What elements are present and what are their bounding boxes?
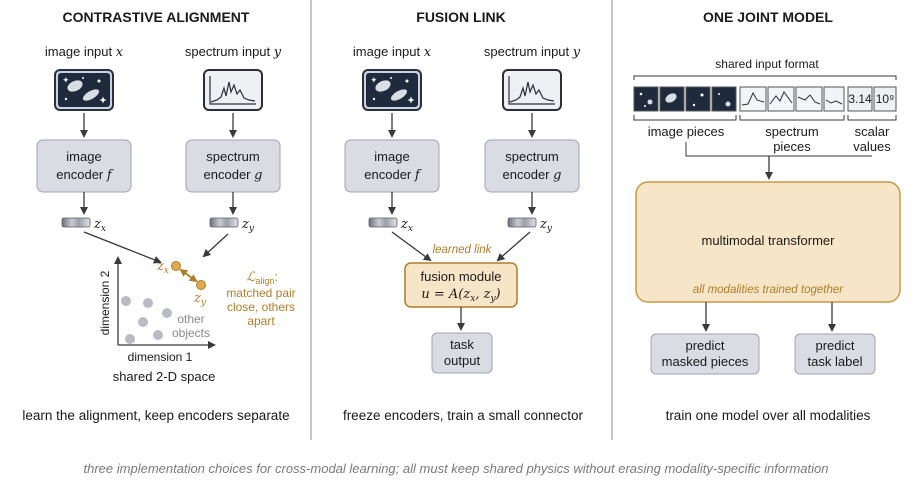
matched-zy-label: zy <box>193 291 207 308</box>
scalar-value-2: 10⁹ <box>876 92 895 106</box>
loss-desc-2: close, others <box>227 300 295 314</box>
shared-space-label: shared 2-D space <box>113 369 216 384</box>
other-objects-points <box>121 296 172 344</box>
matched-zx-label: zx <box>156 259 169 276</box>
panel-summary: learn the alignment, keep encoders separ… <box>22 408 289 423</box>
embedding-vector-zx <box>368 217 398 228</box>
image-pieces-label: image pieces <box>648 124 725 139</box>
predict-task-box <box>794 333 876 375</box>
zy-label: zy <box>539 217 553 234</box>
galaxy-image-icon <box>362 69 422 111</box>
pull-together-arrow <box>179 268 198 283</box>
shared-format-label: shared input format <box>715 57 819 71</box>
spectrum-pieces-label-2: pieces <box>773 139 811 154</box>
predict-masked-label-2: masked pieces <box>662 354 749 369</box>
spectrum-encoder-label: spectrum <box>206 149 259 164</box>
spectrum-encoder-box <box>484 139 580 193</box>
other-objects-label-1: other <box>177 312 204 326</box>
predict-task-label-2: task label <box>808 354 863 369</box>
galaxy-image-icon <box>54 69 114 111</box>
matched-point-zx <box>171 261 181 271</box>
panel-summary: freeze encoders, train a small connector <box>343 408 584 423</box>
fusion-module-title: fusion module <box>421 269 502 284</box>
predict-masked-box <box>650 333 760 375</box>
learned-link-label: learned link <box>433 244 493 256</box>
predict-task-label-1: predict <box>815 338 854 353</box>
panel-contrastive-alignment: CONTRASTIVE ALIGNMENT image input x spec… <box>22 9 295 423</box>
zx-label: zx <box>93 217 106 234</box>
multimodal-transformer-box <box>635 181 901 303</box>
spectrum-pieces-tiles <box>739 86 845 112</box>
other-objects-label-2: objects <box>172 326 210 340</box>
panel-title: FUSION LINK <box>416 9 505 25</box>
fusion-formula: u = A(zx, zy) <box>421 287 500 304</box>
panel-title: CONTRASTIVE ALIGNMENT <box>63 9 250 25</box>
predict-masked-label-1: predict <box>685 338 724 353</box>
zy-label: zy <box>241 217 255 234</box>
panel-summary: train one model over all modalities <box>666 408 871 423</box>
spectrum-pieces-label-1: spectrum <box>765 124 818 139</box>
loss-desc-3: apart <box>247 314 275 328</box>
spectrum-encoder-box <box>185 139 281 193</box>
matched-point-zy <box>196 280 206 290</box>
task-output-label-1: task <box>450 337 474 352</box>
embedding-vector-zy <box>209 217 239 228</box>
zx-label: zx <box>400 217 413 234</box>
image-pieces-tiles <box>633 86 737 112</box>
spectrum-plot-icon <box>203 69 263 111</box>
axis-x-label: dimension 1 <box>128 350 193 364</box>
figure-caption: three implementation choices for cross-m… <box>84 461 829 476</box>
task-output-label-2: output <box>444 353 481 368</box>
image-encoder-fn: encoder f <box>56 167 114 183</box>
embedding-vector-zx <box>61 217 91 228</box>
image-input-label: image input x <box>45 44 124 60</box>
loss-desc-1: matched pair <box>226 286 295 300</box>
image-encoder-label: image <box>66 149 101 164</box>
embedding-vector-zy <box>507 217 537 228</box>
spectrum-encoder-fn: encoder g <box>204 167 263 183</box>
spectrum-input-label: spectrum input y <box>484 44 581 60</box>
panel-one-joint-model: ONE JOINT MODEL shared input format 3.14 <box>633 9 901 423</box>
panel-title: ONE JOINT MODEL <box>703 9 833 25</box>
transformer-label: multimodal transformer <box>702 233 836 248</box>
shared-format-bracket <box>633 75 897 80</box>
panel-fusion-link: FUSION LINK image input x spectrum input… <box>343 9 584 423</box>
image-encoder-box <box>36 139 132 193</box>
image-encoder-box <box>344 139 440 193</box>
scalar-values-label-2: values <box>853 139 891 154</box>
spectrum-encoder-label: spectrum <box>505 149 558 164</box>
axis-y-label: dimension 2 <box>98 270 112 335</box>
spectrum-encoder-fn: encoder g <box>503 167 562 183</box>
spectrum-plot-icon <box>502 69 562 111</box>
scalar-tile-1 <box>847 86 873 112</box>
loss-label: ℒalign: <box>246 269 278 286</box>
scalar-tile-2 <box>873 86 897 112</box>
spectrum-input-label: spectrum input y <box>185 44 282 60</box>
image-encoder-fn: encoder f <box>364 167 422 183</box>
scalar-value-1: 3.14 <box>848 92 872 106</box>
image-input-label: image input x <box>353 44 432 60</box>
trained-together-label: all modalities trained together <box>693 284 844 296</box>
scalar-values-label-1: scalar <box>855 124 890 139</box>
image-encoder-label: image <box>374 149 409 164</box>
task-output-box <box>431 332 493 374</box>
